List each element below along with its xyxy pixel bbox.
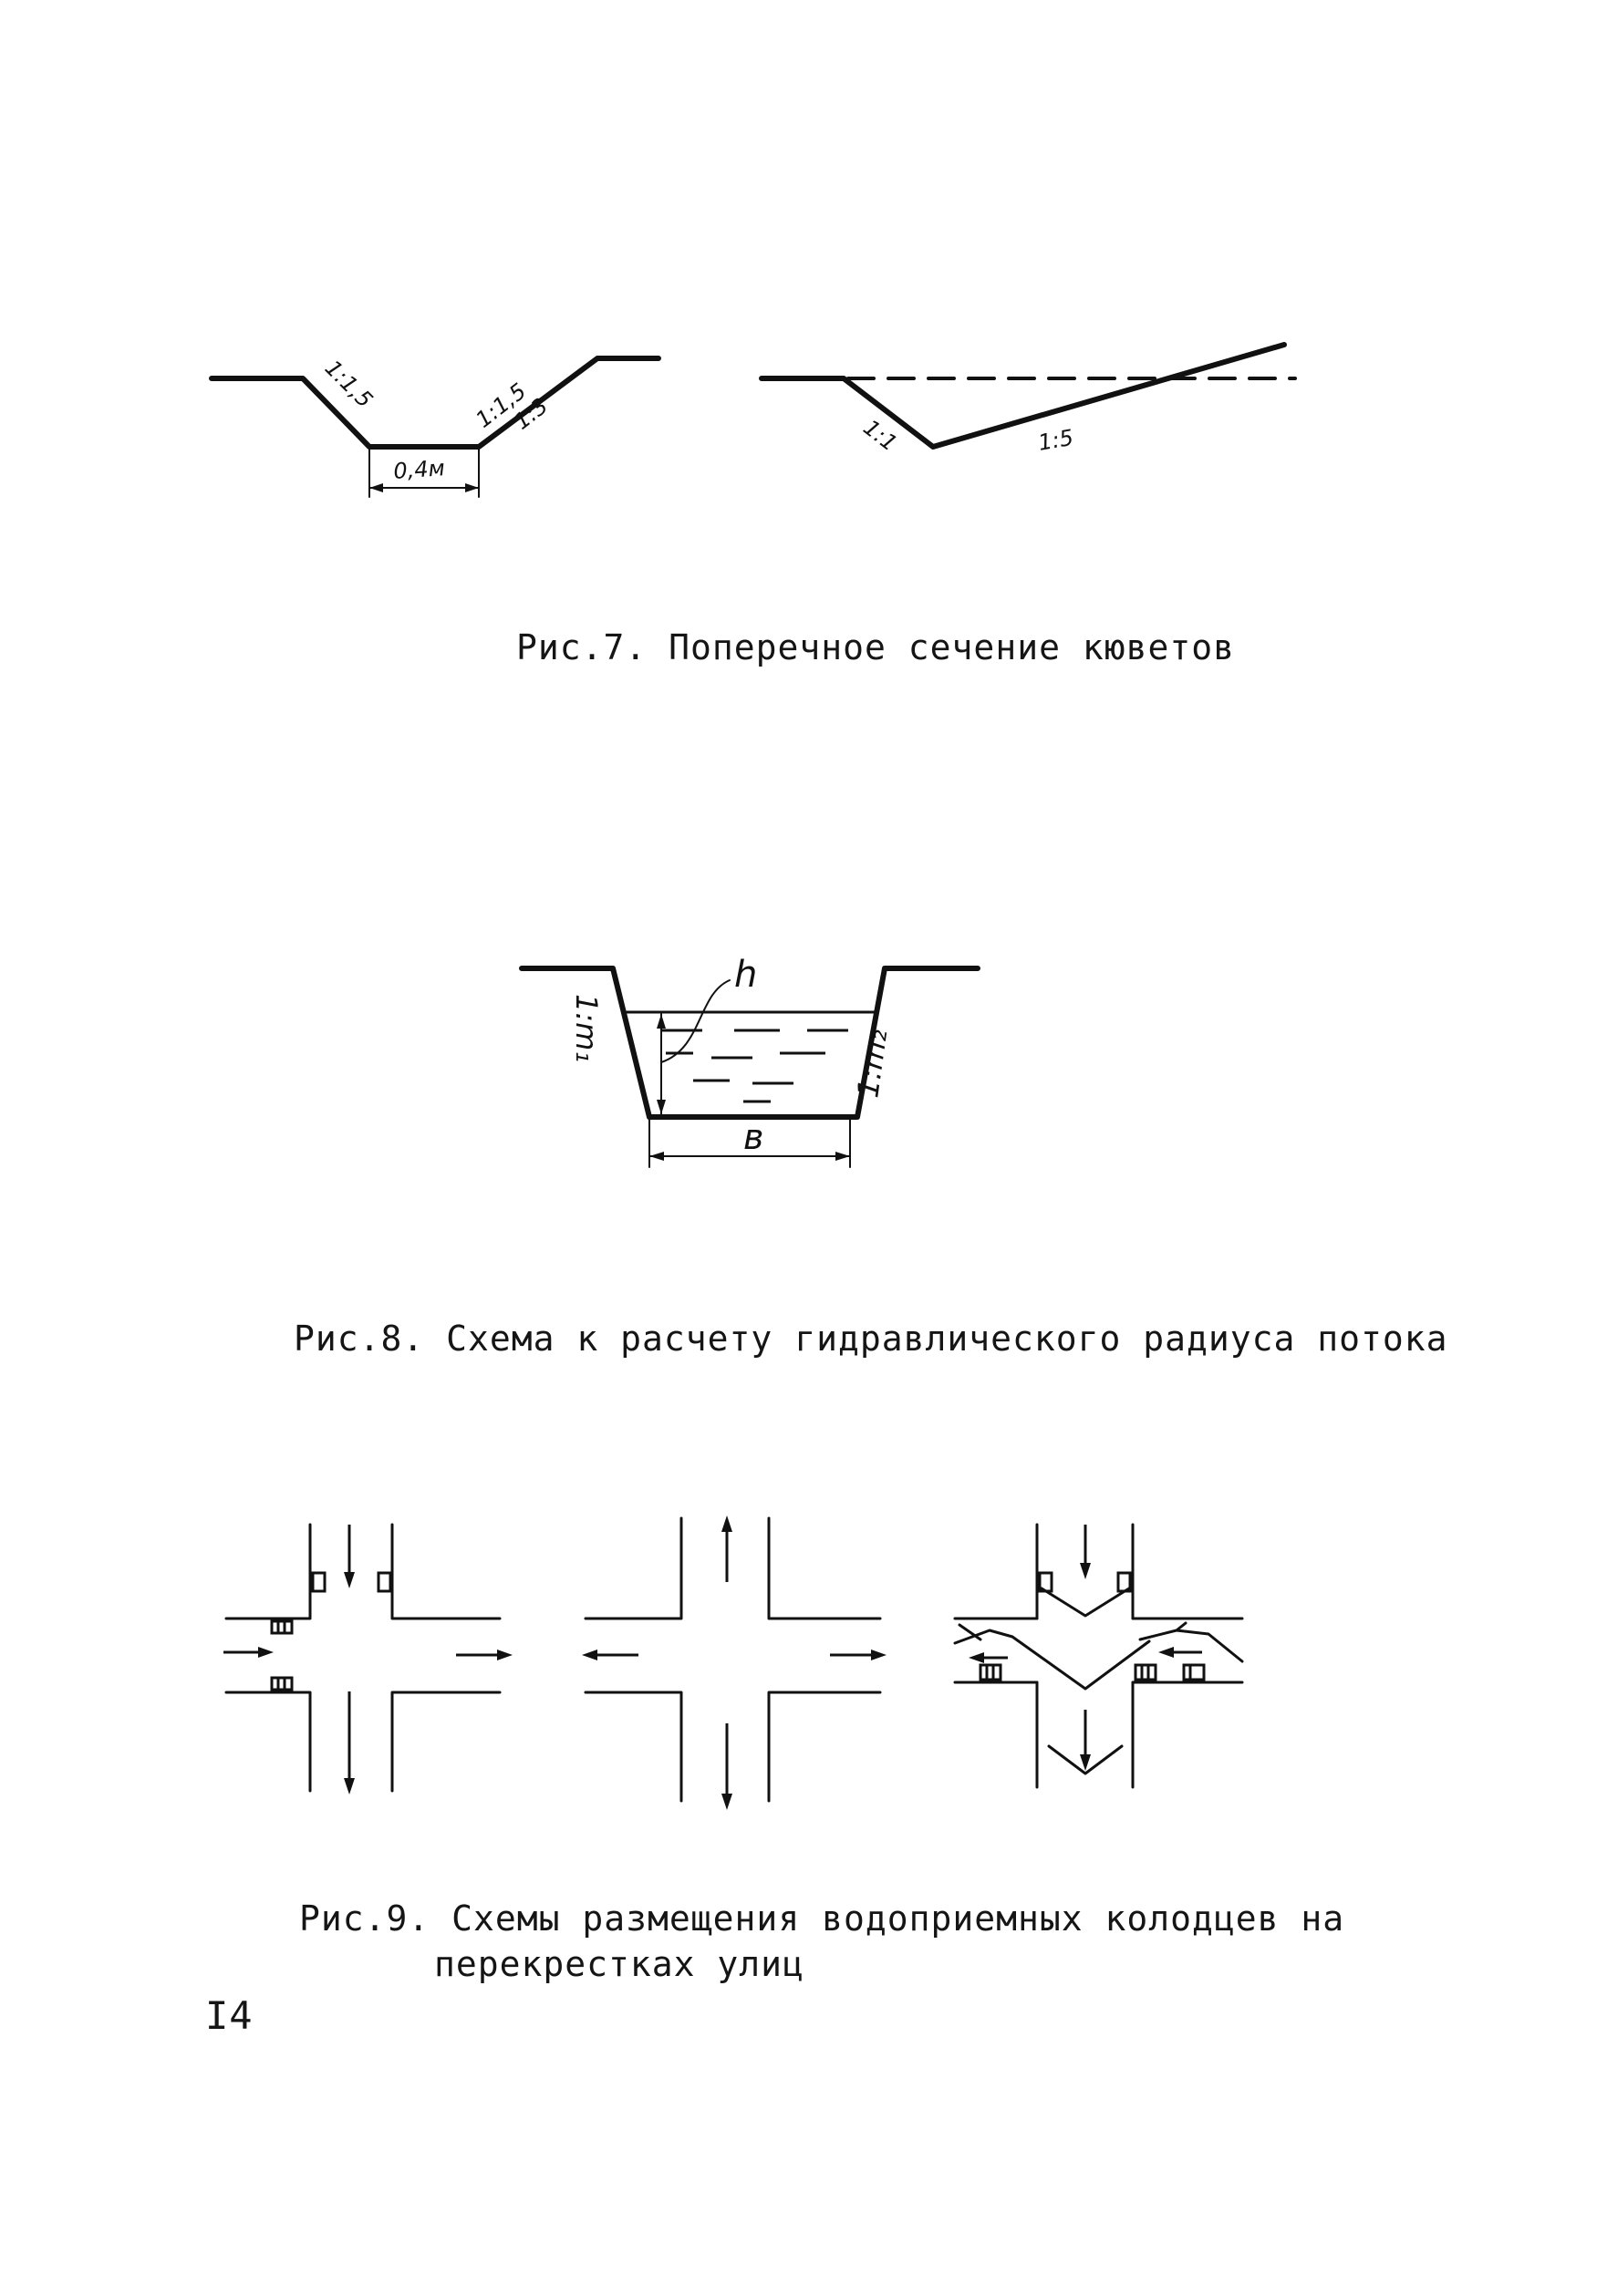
fig8-width-label: в <box>743 1117 763 1157</box>
fig9-caption-line2: перекрестках улиц <box>434 1944 804 1984</box>
fig7-bottom-width-label: 0,4м <box>392 455 445 484</box>
fig7-trapezoid-ditch: 0,4м 1:1,5 1:1,5 1:3 <box>209 355 661 498</box>
fig9-intersection-left <box>223 1523 513 1794</box>
fig9-intersection-middle <box>582 1515 887 1810</box>
fig9-caption-line1: Рис.9. Схемы размещения водоприемных кол… <box>299 1898 1345 1939</box>
fig8-caption: Рис.8. Схема к расчету гидравлического р… <box>294 1319 1448 1359</box>
fig7-tri-right-label: 1:5 <box>1036 425 1075 456</box>
fig9-intersection-right <box>953 1523 1244 1789</box>
fig8-hydraulic-section: h 1:m₁ 1:m₂ в <box>519 954 980 1168</box>
fig8-depth-label: h <box>734 954 757 996</box>
fig7-caption: Рис.7. Поперечное сечение кюветов <box>516 627 1235 667</box>
fig8-left-slope-label: 1:m₁ <box>569 994 604 1062</box>
fig8-right-slope-label: 1:m₂ <box>850 1027 894 1100</box>
fig7-triangular-ditch: 1:1 1:5 <box>759 342 1297 457</box>
page-number: I4 <box>205 1993 254 2038</box>
